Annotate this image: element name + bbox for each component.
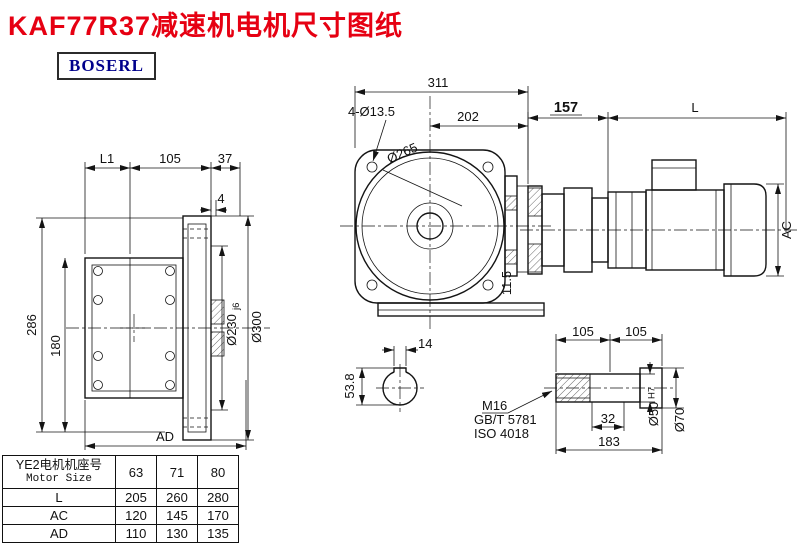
note-iso4018: ISO 4018: [474, 426, 529, 441]
table-header-en: Motor Size: [25, 473, 92, 485]
dim-53-8: 53.8: [342, 373, 357, 398]
note-gbt5781: GB/T 5781: [474, 412, 537, 427]
side-view-dimensions: L1 105 37 4 286 180 AD Ø230 j6 Ø300: [24, 151, 264, 450]
table-cell: 145: [156, 506, 198, 525]
shaft-section-view: 14 53.8: [342, 336, 432, 412]
dim-286: 286: [24, 314, 39, 336]
table-row-label: L: [2, 488, 116, 507]
side-view: [66, 215, 270, 441]
dim-11-5: 11.5: [499, 271, 514, 295]
dim-311: 311: [428, 75, 449, 90]
dim-4: 4: [217, 191, 224, 206]
motor-view-dimensions: 157 L AC: [527, 100, 794, 277]
shaft-detail-view: 105 105 32 183 Ø50 H7 Ø70 M16 GB/T 5781 …: [474, 324, 687, 454]
table-cell: 130: [156, 524, 198, 543]
table-cell: 280: [197, 488, 239, 507]
dim-32: 32: [601, 411, 615, 426]
table-cell: 135: [197, 524, 239, 543]
table-row-label: AD: [2, 524, 116, 543]
dim-d50-tol: H7: [647, 387, 658, 399]
table-cell: 110: [115, 524, 157, 543]
dim-l1: L1: [100, 151, 114, 166]
dim-37: 37: [218, 151, 232, 166]
table-header-cn: YE2电机机座号: [15, 458, 103, 472]
dim-d70: Ø70: [672, 408, 687, 433]
dim-d300: Ø300: [249, 311, 264, 343]
svg-text:Ø230: Ø230: [224, 314, 239, 346]
table-cell: 170: [197, 506, 239, 525]
table-row-AC: AC 120 145 170: [2, 506, 239, 525]
dim-d50: Ø50 H7: [646, 387, 661, 426]
dim-180: 180: [48, 335, 63, 357]
dim-105-a: 105: [572, 324, 594, 339]
table-cell: 120: [115, 506, 157, 525]
motor-view: [520, 159, 798, 277]
dim-bolt-holes: 4-Ø13.5: [348, 104, 395, 119]
dim-157: 157: [554, 100, 578, 116]
table-row-AD: AD 110 130 135: [2, 524, 239, 543]
brand-logo: BOSERL: [57, 52, 156, 80]
table-size-80: 80: [197, 455, 239, 489]
dim-motor-l: L: [691, 100, 698, 115]
dim-105-side: 105: [159, 151, 181, 166]
dim-ad: AD: [156, 429, 174, 444]
dim-183: 183: [598, 434, 620, 449]
dim-d230: Ø230 j6: [224, 303, 242, 346]
table-cell: 205: [115, 488, 157, 507]
table-size-63: 63: [115, 455, 157, 489]
dim-motor-ac: AC: [779, 221, 794, 239]
table-row-L: L 205 260 280: [2, 488, 239, 507]
dim-d265: Ø265: [385, 140, 420, 167]
dim-202: 202: [457, 109, 479, 124]
dim-d230-tol: j6: [231, 303, 242, 311]
table-size-71: 71: [156, 455, 198, 489]
dim-key-14: 14: [418, 336, 432, 351]
table-header-cell: YE2电机机座号 Motor Size: [2, 455, 116, 489]
table-cell: 260: [156, 488, 198, 507]
front-view-dimensions: 311 202 4-Ø13.5 Ø265 11.5: [348, 75, 529, 295]
front-view: [340, 96, 552, 332]
note-m16: M16: [482, 398, 507, 413]
page-title: KAF77R37减速机电机尺寸图纸: [8, 11, 404, 41]
table-row-label: AC: [2, 506, 116, 525]
motor-size-table: YE2电机机座号 Motor Size 63 71 80 L 205 260 2…: [2, 455, 239, 543]
dim-105-b: 105: [625, 324, 647, 339]
svg-text:Ø50: Ø50: [646, 402, 661, 427]
